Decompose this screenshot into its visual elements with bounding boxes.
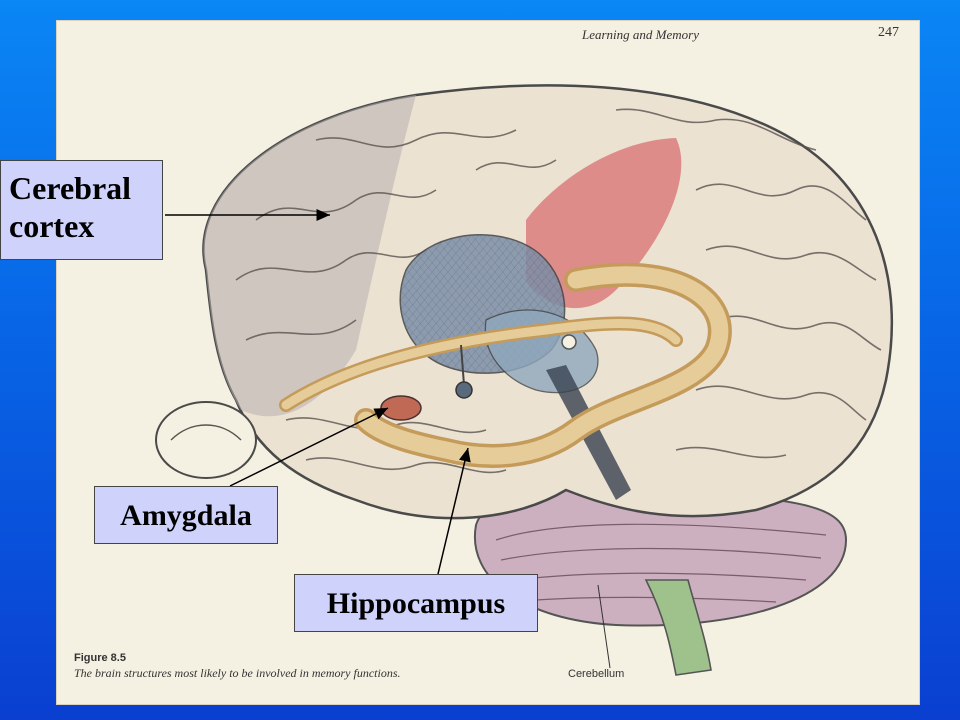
cerebellum-label: Cerebellum — [568, 668, 625, 680]
brainstem — [644, 579, 712, 676]
cerebral-cortex-callout: Cerebral cortex — [0, 160, 163, 260]
figure-caption: The brain structures most likely to be i… — [74, 666, 401, 680]
running-head: Learning and Memory — [582, 27, 699, 42]
hippocampus-callout: Hippocampus — [294, 574, 538, 632]
hippocampus-structure — [279, 262, 732, 468]
cerebral-cortex-label-line2: cortex — [9, 208, 95, 244]
cerebral-cortex-label-line1: Cerebral — [9, 170, 132, 206]
amygdala-callout: Amygdala — [94, 486, 278, 544]
page-number: 247 — [878, 25, 899, 40]
amygdala — [380, 395, 422, 421]
figure-label: Figure 8.5 — [74, 652, 126, 664]
